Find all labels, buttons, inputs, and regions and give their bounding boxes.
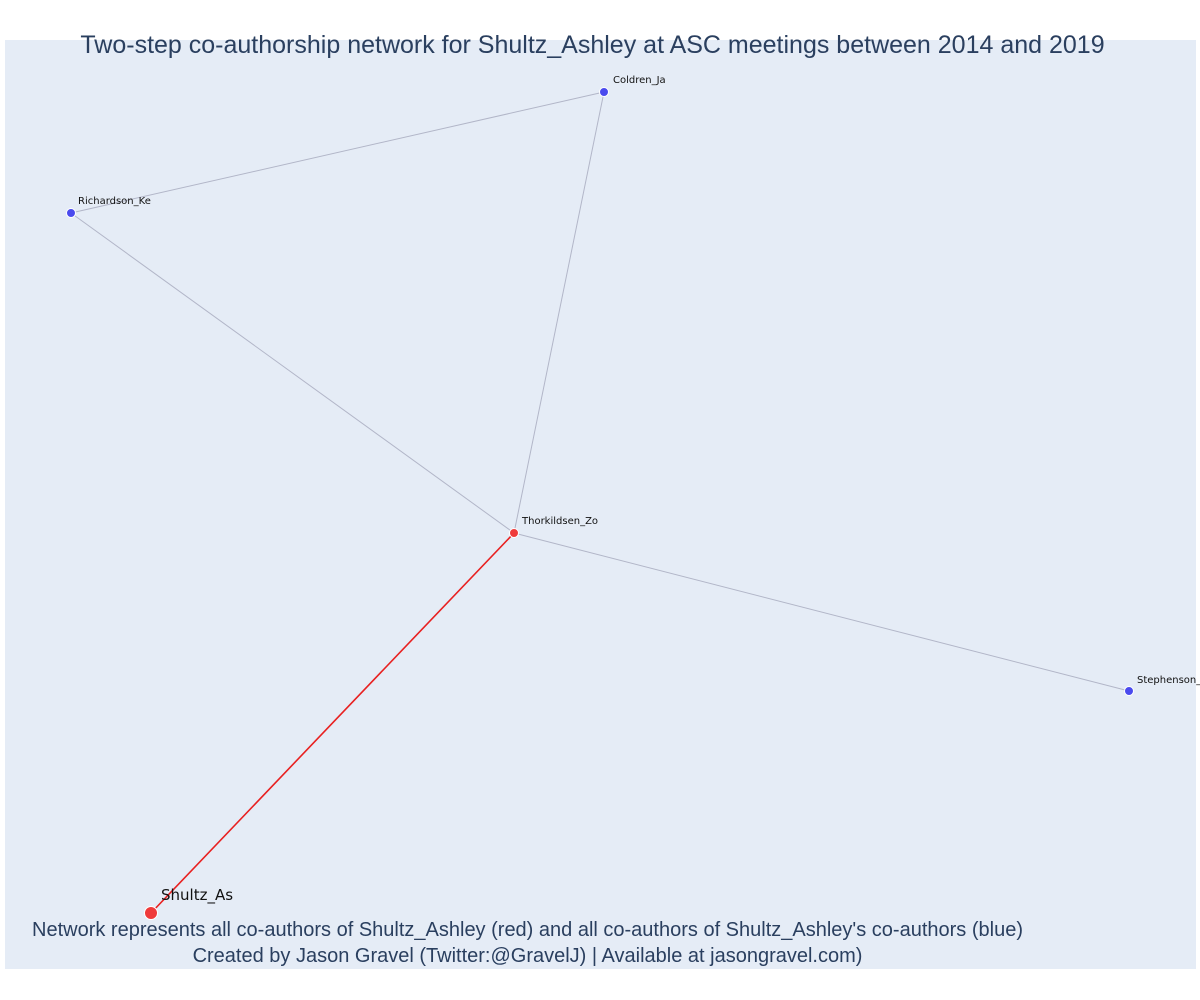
- node-shultz_as[interactable]: [144, 906, 158, 920]
- edge-thorkildsen_zo-richardson_ke: [70, 212, 515, 534]
- node-label-stephenson_: Stephenson_: [1137, 675, 1200, 686]
- node-stephenson_[interactable]: [1124, 686, 1134, 696]
- edge-thorkildsen_zo-stephenson_: [513, 532, 1130, 692]
- chart-title: Two-step co-authorship network for Shult…: [80, 31, 1105, 59]
- edge-thorkildsen_zo-coldren_ja: [513, 91, 605, 534]
- node-thorkildsen_zo[interactable]: [509, 528, 519, 538]
- node-richardson_ke[interactable]: [66, 208, 76, 218]
- nodes-layer: [66, 87, 1134, 920]
- edge-coldren_ja-richardson_ke: [70, 91, 605, 214]
- edge-shultz_as-thorkildsen_zo: [150, 532, 515, 914]
- caption-legend-note: Network represents all co-authors of Shu…: [32, 919, 1023, 941]
- node-label-richardson_ke: Richardson_Ke: [78, 196, 151, 207]
- node-label-coldren_ja: Coldren_Ja: [613, 75, 666, 86]
- node-label-shultz_as: Shultz_As: [161, 886, 233, 905]
- node-coldren_ja[interactable]: [599, 87, 609, 97]
- node-labels-layer: Shultz_As Thorkildsen_Zo Coldren_JaRichard…: [78, 75, 1200, 905]
- edges-layer: [70, 91, 1130, 914]
- caption-credit: Created by Jason Gravel (Twitter:@Gravel…: [192, 945, 863, 967]
- node-label-thorkildsen_zo: Thorkildsen_Zo: [521, 516, 598, 527]
- plot-area: [5, 40, 1196, 969]
